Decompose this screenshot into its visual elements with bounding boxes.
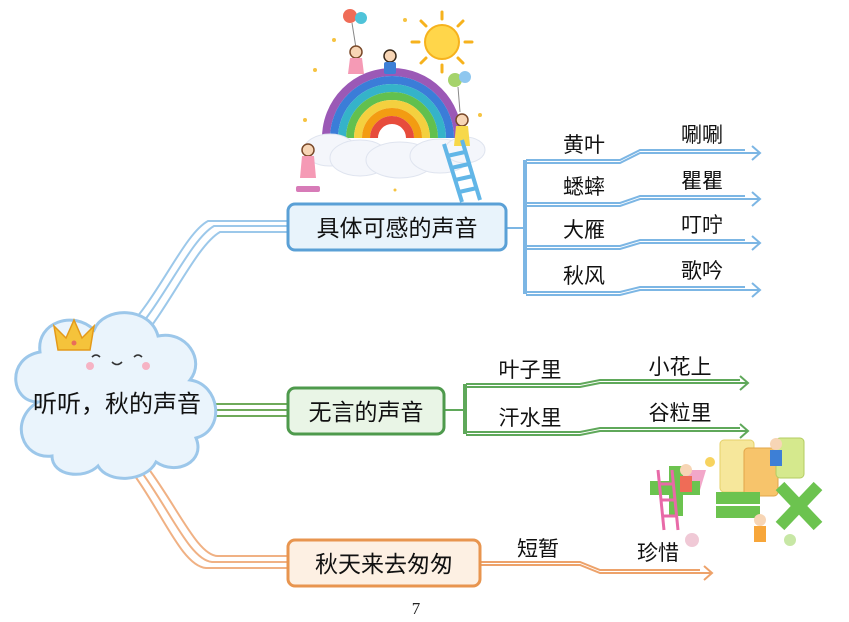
branch-concrete-sounds: 具体可感的声音 黄叶 唰唰 蟋蟀 瞿瞿 大雁 叮咛 秋风 歌吟 [286, 123, 762, 298]
branch-label: 无言的声音 [309, 400, 424, 426]
branch-label: 具体可感的声音 [317, 216, 478, 242]
rainbow-children-illustration [296, 9, 486, 203]
leaf-left: 蟋蟀 [563, 175, 605, 199]
branch-node-box [286, 202, 508, 252]
math-kids-illustration [650, 437, 823, 547]
branch-silent-sounds: 无言的声音 叶子里 小花上 汗水里 谷粒里 [286, 355, 750, 439]
leaf-right: 歌吟 [681, 259, 723, 283]
leaf-right: 唰唰 [681, 123, 723, 147]
cloud-face-icon [91, 354, 143, 366]
crown-icon [52, 318, 96, 351]
leaf-right: 叮咛 [681, 213, 723, 237]
branch-node-box [286, 538, 482, 588]
root-node: 听听，秋的声音 [14, 311, 218, 480]
root-label: 听听，秋的声音 [33, 390, 201, 418]
leaf-right: 瞿瞿 [681, 169, 723, 193]
sun-icon [410, 10, 474, 74]
leaf-left: 叶子里 [499, 358, 562, 382]
page-number: 7 [412, 599, 421, 618]
leaf-right: 小花上 [649, 355, 712, 379]
leaf-left: 汗水里 [499, 406, 562, 430]
leaf-left: 短暂 [517, 537, 559, 561]
leaf-right: 珍惜 [637, 541, 679, 565]
branch-node-box [286, 386, 446, 436]
leaf-left: 秋风 [563, 264, 605, 288]
leaf-left: 大雁 [563, 218, 605, 242]
leaf-right: 谷粒里 [649, 401, 712, 425]
branch-label: 秋天来去匆匆 [315, 552, 453, 578]
branch-autumn-fleeting: 秋天来去匆匆 短暂 珍惜 [286, 537, 714, 588]
leaf-left: 黄叶 [563, 133, 605, 157]
